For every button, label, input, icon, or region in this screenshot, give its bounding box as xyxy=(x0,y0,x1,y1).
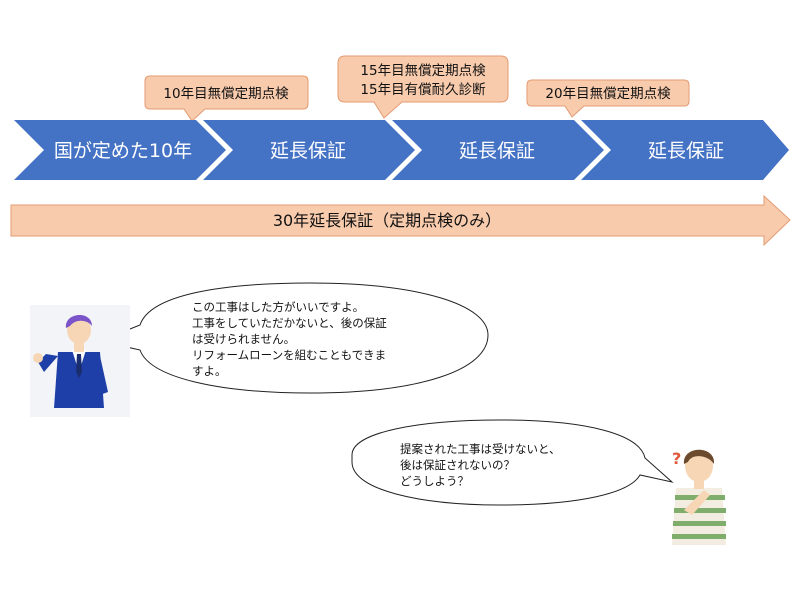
callout-10yr-line-1: 10年目無償定期点検 xyxy=(163,86,289,102)
callout-20yr-line-1: 20年目無償定期点検 xyxy=(545,86,671,102)
chevron-stage-2-label: 延長保証 xyxy=(270,140,346,162)
chevron-stage-1 xyxy=(14,120,226,180)
salesperson-line-1: この工事はした方がいいですよ。 xyxy=(192,300,364,314)
question-mark-icon: ? xyxy=(672,449,681,468)
warranty-bar-arrow: 30年延長保証（定期点検のみ） xyxy=(10,194,791,247)
customer-line-1: 提案された工事は受けないと、 xyxy=(400,442,561,456)
callout-20yr: 20年目無償定期点検 xyxy=(526,79,690,118)
callout-15yr-line-2: 15年目有償耐久診断 xyxy=(360,82,485,98)
customer-line-3: どうしよう？ xyxy=(400,474,469,488)
customer-line-2: 後は保証されないの？ xyxy=(400,458,515,472)
chevron-stage-2 xyxy=(203,120,415,180)
salesperson-line-5: すよ。 xyxy=(192,364,227,378)
chevron-stage-1-label: 国が定めた10年 xyxy=(54,140,192,162)
salesperson-line-3: は受けられません。 xyxy=(192,332,295,346)
callout-10yr: 10年目無償定期点検 xyxy=(144,75,309,122)
chevron-stage-4-label: 延長保証 xyxy=(648,140,724,162)
warranty-bar-label: 30年延長保証（定期点検のみ） xyxy=(273,211,501,230)
salesperson-line-2: 工事をしていただかないと、後の保証 xyxy=(192,316,387,330)
customer-speech-bubble: 提案された工事は受けないと、 後は保証されないの？ どうしよう？ xyxy=(351,419,674,506)
callout-15yr: 15年目無償定期点検 15年目有償耐久診断 xyxy=(337,55,509,119)
callout-15yr-line-1: 15年目無償定期点検 xyxy=(360,63,486,79)
salesperson-illustration xyxy=(30,305,130,417)
chevron-stage-3 xyxy=(392,120,604,180)
salesperson-line-4: リフォームローンを組むこともできま xyxy=(192,348,386,362)
customer-illustration: ? xyxy=(672,449,726,545)
salesperson-speech-bubble: この工事はした方がいいですよ。 工事をしていただかないと、後の保証 は受けられま… xyxy=(98,282,489,394)
chevron-timeline: 国が定めた10年 延長保証 延長保証 延長保証 xyxy=(14,120,789,180)
chevron-stage-3-label: 延長保証 xyxy=(459,140,535,162)
chevron-stage-4 xyxy=(581,120,789,180)
